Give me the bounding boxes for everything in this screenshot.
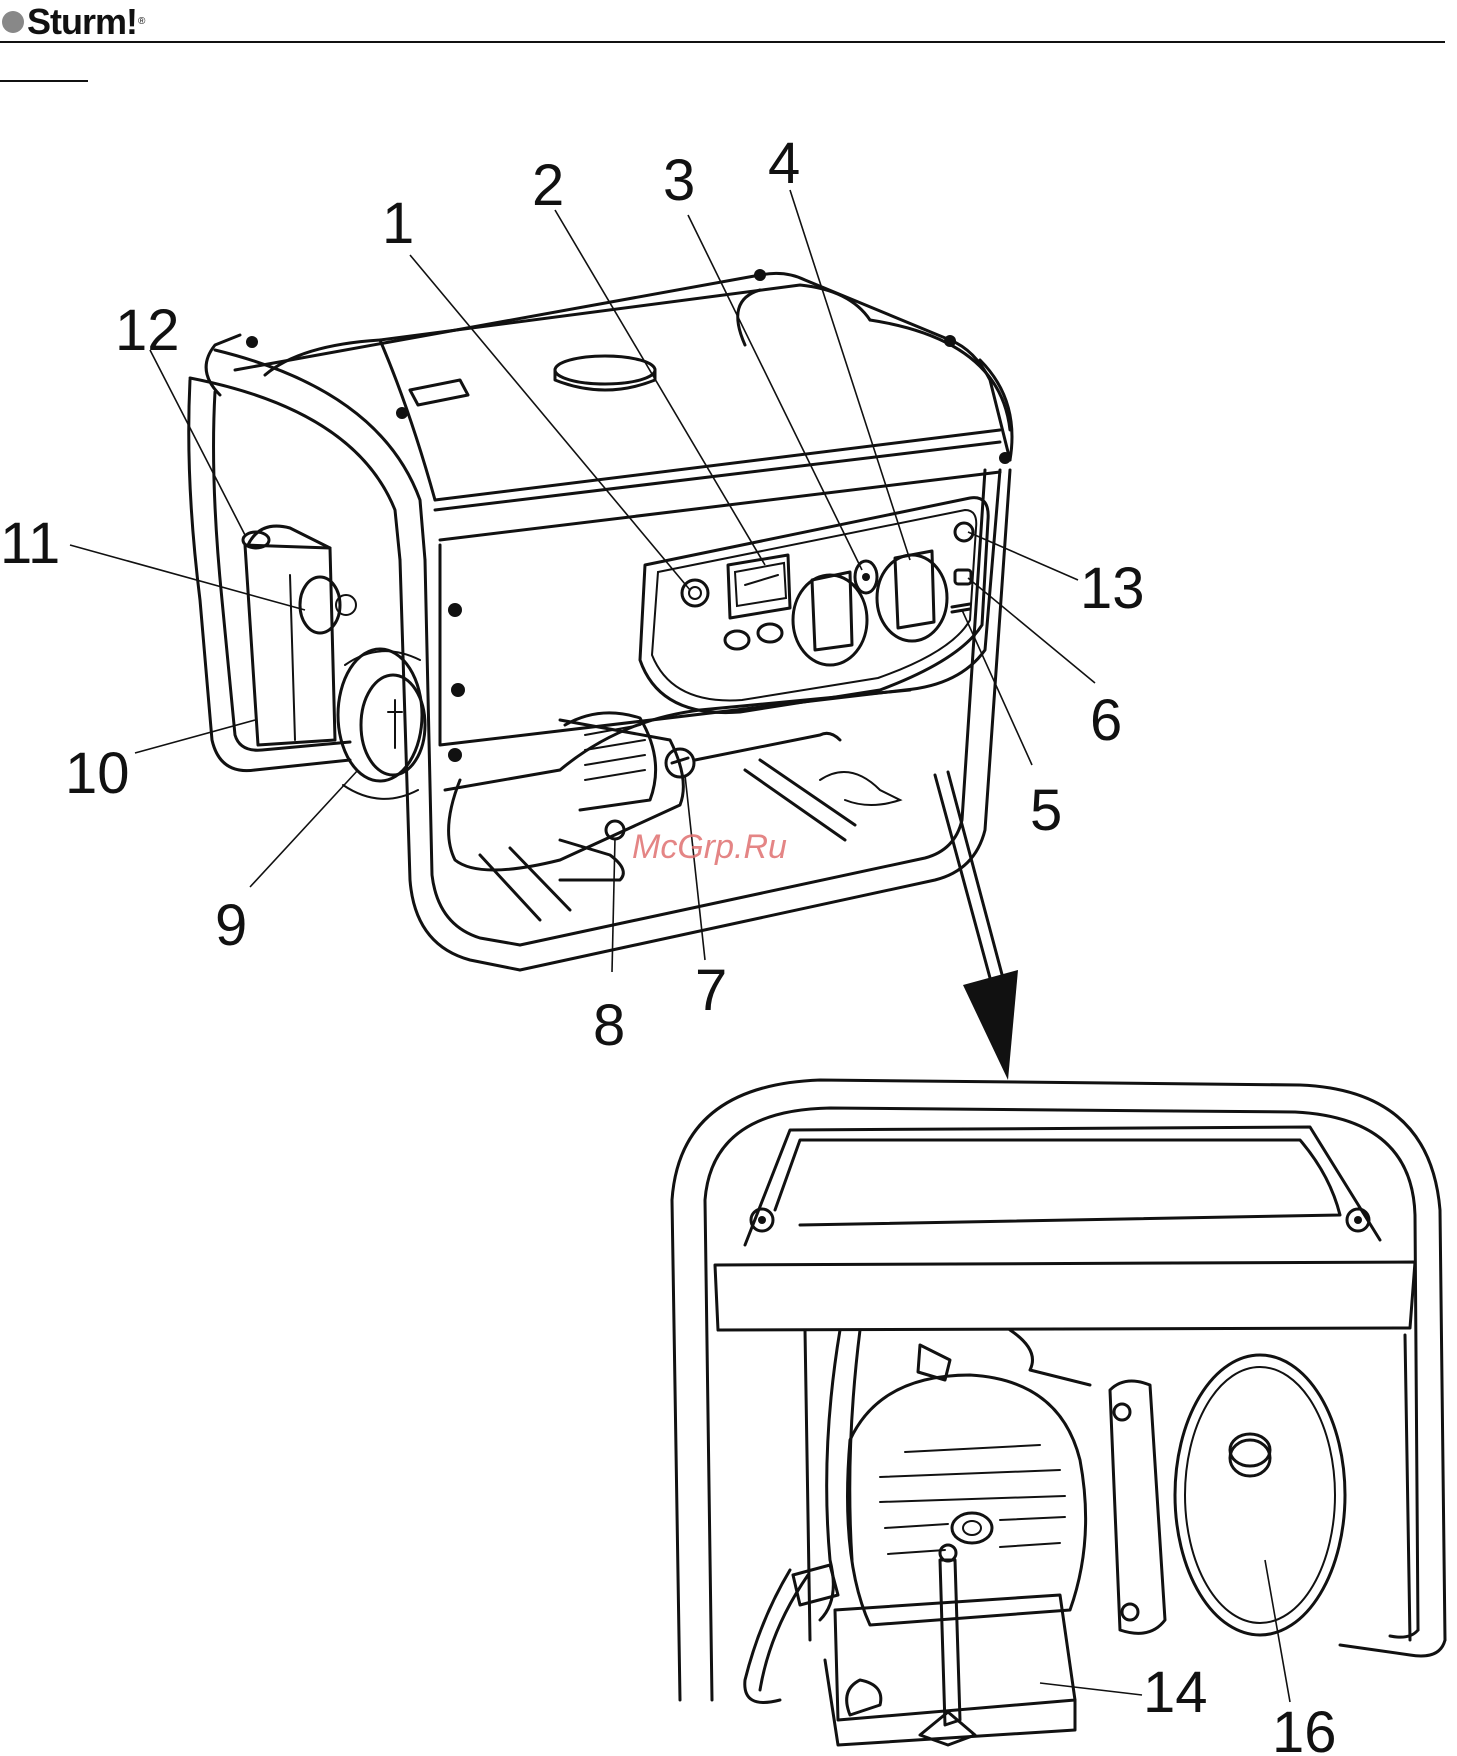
callout-8: 8 (593, 993, 625, 1058)
callout-7: 7 (695, 958, 727, 1023)
callout-13: 13 (1080, 556, 1145, 621)
callout-2: 2 (532, 153, 564, 218)
callout-16: 16 (1272, 1700, 1337, 1756)
callout-10: 10 (65, 741, 130, 806)
callout-12: 12 (115, 298, 180, 363)
callout-11: 11 (0, 511, 60, 576)
generator-front-view (189, 269, 1012, 970)
callout-4: 4 (768, 131, 800, 196)
callout-5: 5 (1030, 778, 1062, 843)
leader-lines (70, 190, 1290, 1702)
callout-14: 14 (1143, 1660, 1208, 1725)
callout-9: 9 (215, 893, 247, 958)
callout-6: 6 (1090, 688, 1122, 753)
callout-3: 3 (663, 148, 695, 213)
generator-rear-view (672, 1080, 1445, 1745)
watermark-text: McGrp.Ru (632, 828, 787, 866)
callout-1: 1 (382, 191, 414, 256)
arrow-down-icon (935, 772, 1018, 1080)
